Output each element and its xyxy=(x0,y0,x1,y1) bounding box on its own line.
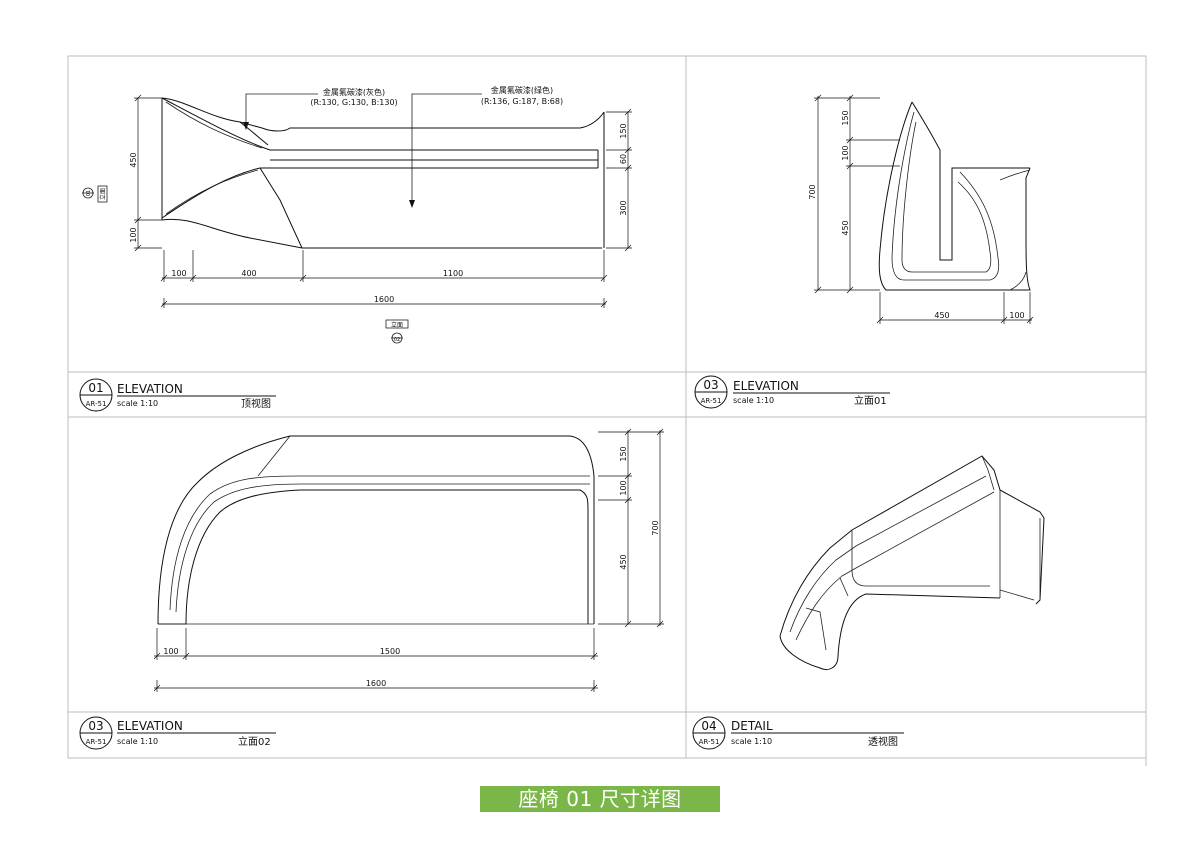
front-dim-h100: 100 xyxy=(163,647,178,656)
panel-03a-number: 03 xyxy=(703,378,718,392)
panel-title-01: 01 AR-51 ELEVATION scale 1:10 顶视图 xyxy=(79,378,276,412)
plan-dim-60: 60 xyxy=(619,154,628,164)
view-marker-left-label: 立面 xyxy=(99,188,107,200)
grey-paint-label: 金属氟碳漆(灰色) xyxy=(323,87,385,97)
plan-dim-300: 300 xyxy=(619,200,628,215)
front-dimensions: 150 100 450 700 100 1500 1600 xyxy=(153,428,664,692)
panel-03a-kind: ELEVATION xyxy=(733,379,799,393)
panel-01-scale: scale 1:10 xyxy=(117,399,158,408)
front-dim-150: 150 xyxy=(619,446,628,461)
front-dim-450: 450 xyxy=(619,554,628,569)
panel-title-04: 04 AR-51 DETAIL scale 1:10 透视图 xyxy=(692,716,904,750)
plan-dim-1600: 1600 xyxy=(374,295,394,304)
green-paint-rgb: (R:136, G:187, B:68) xyxy=(481,97,563,106)
plan-dim-1100: 1100 xyxy=(443,269,463,278)
plan-dim-100: 100 xyxy=(171,269,186,278)
view-marker-bottom: 立面 02 xyxy=(385,319,409,344)
panel-03b-ref: AR-51 xyxy=(86,738,107,746)
view-marker-bottom-label: 立面 xyxy=(391,321,403,329)
panel-03a-scale: scale 1:10 xyxy=(733,396,774,405)
side-elevation-drawing xyxy=(878,101,1031,291)
panel-03b-scale: scale 1:10 xyxy=(117,737,158,746)
panel-03b-number: 03 xyxy=(88,719,103,733)
plan-dim-100-left: 100 xyxy=(129,227,138,242)
plan-dim-450: 450 xyxy=(129,152,138,167)
front-dim-100: 100 xyxy=(619,480,628,495)
front-dim-h1500: 1500 xyxy=(380,647,400,656)
side-dim-450: 450 xyxy=(841,220,850,235)
front-dim-700: 700 xyxy=(651,520,660,535)
panel-01-kind: ELEVATION xyxy=(117,382,183,396)
panel-01-ref: AR-51 xyxy=(86,400,107,408)
panel-01-number: 01 xyxy=(88,381,103,395)
side-dim-h100: 100 xyxy=(1009,311,1024,320)
panel-03a-view: 立面01 xyxy=(854,394,887,407)
front-elevation-drawing xyxy=(157,435,595,625)
panel-title-03-side: 03 AR-51 ELEVATION scale 1:10 立面01 xyxy=(694,375,890,409)
panel-01-view: 顶视图 xyxy=(241,397,271,410)
perspective-drawing xyxy=(779,455,1045,670)
panel-03b-view: 立面02 xyxy=(238,735,271,748)
panel-title-03-front: 03 AR-51 ELEVATION scale 1:10 立面02 xyxy=(79,716,276,750)
panel-04-kind: DETAIL xyxy=(731,719,773,733)
grey-paint-rgb: (R:130, G:130, B:130) xyxy=(310,98,397,107)
sheet-title: 座椅 01 尺寸详图 xyxy=(480,786,720,812)
view-marker-bottom-number: 02 xyxy=(394,337,400,343)
side-dim-100: 100 xyxy=(841,145,850,160)
side-dim-150: 150 xyxy=(841,110,850,125)
sheet-frame xyxy=(67,55,1147,766)
side-dimensions: 150 100 450 700 450 100 xyxy=(808,94,1034,324)
panel-04-view: 透视图 xyxy=(868,735,898,748)
front-dim-h1600: 1600 xyxy=(366,679,386,688)
plan-dim-150: 150 xyxy=(619,123,628,138)
view-marker-left-number: 01 xyxy=(86,190,92,196)
plan-view-drawing xyxy=(161,93,605,249)
green-paint-label: 金属氟碳漆(绿色) xyxy=(491,85,553,95)
plan-dim-400: 400 xyxy=(241,269,256,278)
plan-callout-grey: 金属氟碳漆(灰色) (R:130, G:130, B:130) xyxy=(310,87,397,107)
panel-04-ref: AR-51 xyxy=(699,738,720,746)
view-marker-left: 01 立面 xyxy=(82,185,108,203)
plan-callout-green: 金属氟碳漆(绿色) (R:136, G:187, B:68) xyxy=(481,85,563,106)
plan-dimensions: 450 100 100 400 1100 1600 150 60 300 xyxy=(129,94,632,308)
panel-04-scale: scale 1:10 xyxy=(731,737,772,746)
panel-03b-kind: ELEVATION xyxy=(117,719,183,733)
panel-03a-ref: AR-51 xyxy=(701,397,722,405)
side-dim-h450: 450 xyxy=(934,311,949,320)
panel-04-number: 04 xyxy=(701,719,716,733)
side-dim-700: 700 xyxy=(808,184,817,199)
